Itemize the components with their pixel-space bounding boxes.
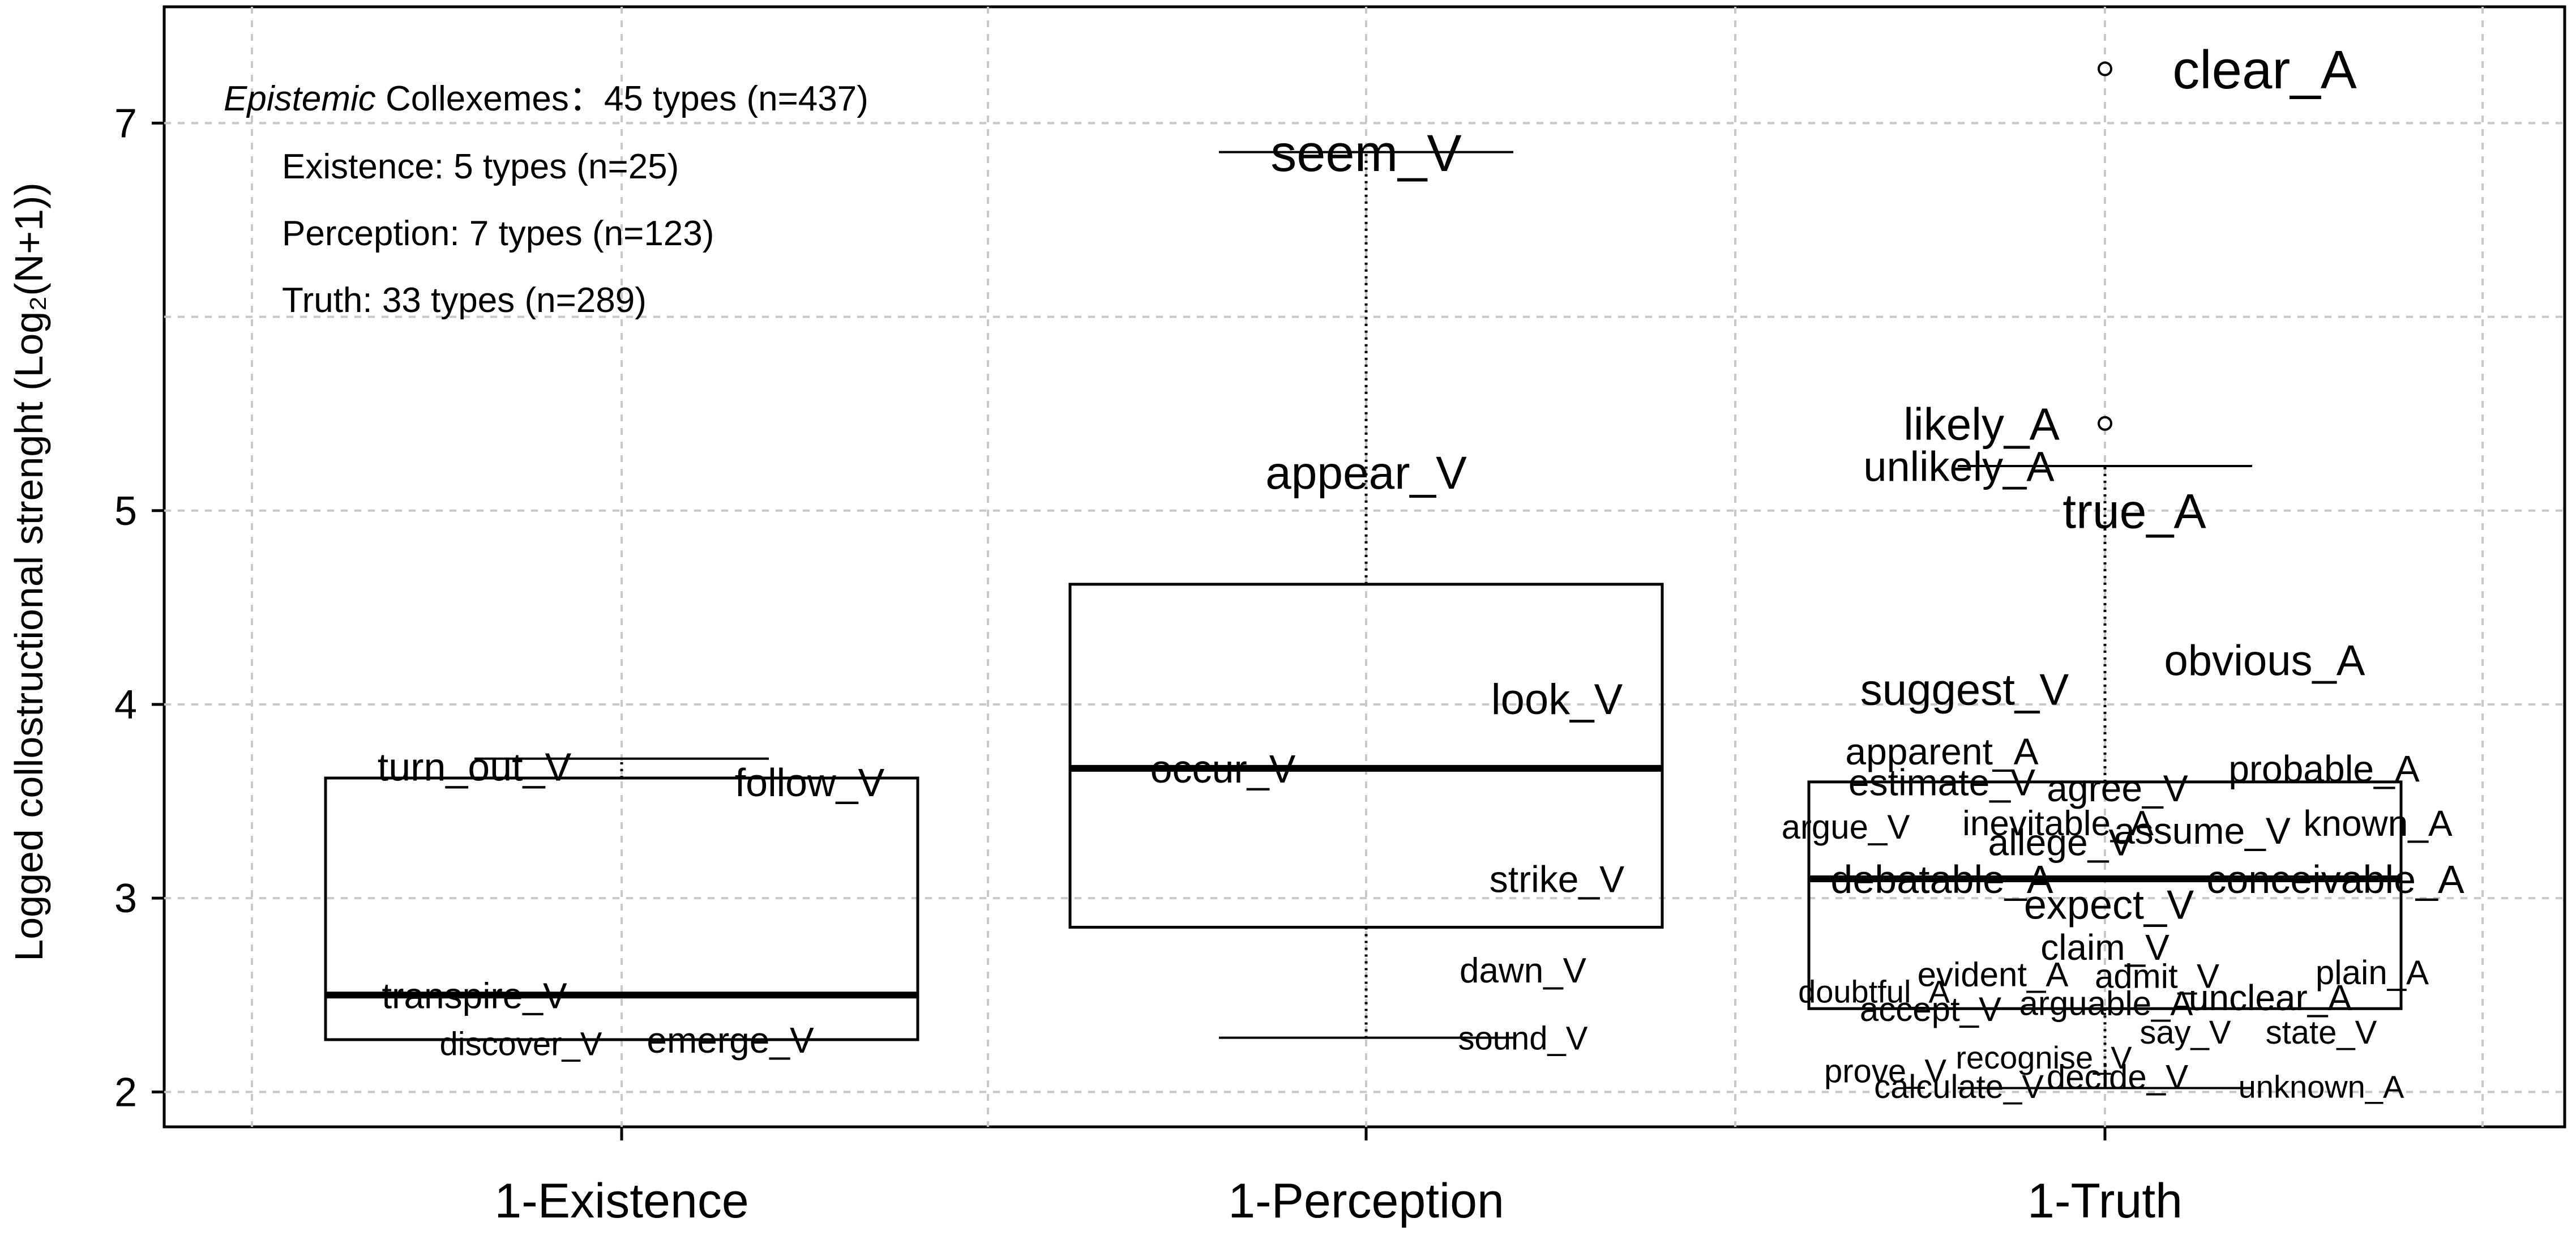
- x-tick-label: 1-Perception: [1228, 1174, 1504, 1228]
- info-line4: Truth: 33 types (n=289): [282, 281, 647, 320]
- word-label: sound_V: [1458, 1020, 1588, 1057]
- word-label: calculate_V: [1874, 1069, 2044, 1105]
- y-tick-label: 4: [114, 682, 137, 728]
- y-tick-label: 2: [114, 1070, 137, 1115]
- word-labels: turn_out_V follow_V transpire_V discover_V e…: [378, 40, 2464, 1105]
- word-label: argue_V: [1782, 808, 1910, 846]
- word-label: seem_V: [1270, 125, 1462, 182]
- word-label: conceivable_A: [2206, 857, 2464, 901]
- iqr-box: [324, 776, 919, 1041]
- word-label: turn_out_V: [378, 745, 572, 789]
- word-label: plain_A: [2316, 954, 2429, 992]
- word-label: discover_V: [440, 1026, 602, 1063]
- word-label: known_A: [2303, 803, 2453, 844]
- outlier-point: [2098, 61, 2112, 76]
- info-line1-italic: Epistemic: [224, 79, 376, 118]
- iqr-box: [1807, 780, 2403, 1010]
- word-label: unknown_A: [2239, 1069, 2404, 1104]
- word-label: transpire_V: [382, 975, 567, 1016]
- outlier-point: [2098, 416, 2112, 431]
- word-label: emerge_V: [647, 1020, 814, 1061]
- word-label: unlikely_A: [1863, 443, 2055, 490]
- word-label: allege_V: [1988, 822, 2134, 864]
- info-line1-rest: Collexemes：45 types (n=437): [376, 79, 868, 118]
- info-annotation: Epistemic Collexemes：45 types (n=437) Ex…: [224, 79, 868, 320]
- word-label: occur_V: [1150, 747, 1296, 791]
- word-label: debatable_A: [1830, 857, 2053, 901]
- word-label: agree_V: [2047, 767, 2188, 809]
- word-label: accept_V: [1860, 990, 2001, 1028]
- word-label: unclear_A: [2189, 977, 2352, 1018]
- x-tick-label: 1-Existence: [494, 1174, 748, 1228]
- word-label: inevitable_A: [1962, 804, 2154, 843]
- word-label: strike_V: [1490, 858, 1624, 900]
- svg-text:Epistemic Collexemes：45 types: Epistemic Collexemes：45 types (n=437): [224, 79, 868, 118]
- word-label: state_V: [2266, 1014, 2377, 1051]
- word-label: say_V: [2139, 1014, 2231, 1051]
- word-label: estimate_V: [1848, 762, 2035, 804]
- word-label: claim_V: [2040, 927, 2170, 968]
- box-layer: [324, 61, 2403, 1089]
- box-1-Perception: [1068, 151, 1664, 1039]
- word-label: evident_A: [1918, 955, 2069, 993]
- info-line3: Perception: 7 types (n=123): [282, 214, 714, 253]
- y-tick-label: 5: [114, 489, 137, 534]
- word-label: suggest_V: [1860, 665, 2069, 715]
- box-1-Existence: [324, 757, 919, 1041]
- word-label: clear_A: [2172, 40, 2357, 100]
- word-label: probable_A: [2228, 748, 2420, 790]
- word-label: look_V: [1491, 676, 1623, 724]
- box-1-Truth: [1807, 61, 2403, 1089]
- y-axis-title: Logged collostructional strenght (Log₂(N…: [7, 182, 51, 961]
- info-line2: Existence: 5 types (n=25): [282, 147, 679, 186]
- word-label: appear_V: [1265, 447, 1467, 499]
- x-tick-label: 1-Truth: [2027, 1174, 2183, 1228]
- y-tick-label: 7: [114, 101, 137, 146]
- plot-frame: [162, 5, 2566, 1129]
- word-label: dawn_V: [1460, 951, 1587, 990]
- y-tick-label: 3: [114, 876, 137, 921]
- grid-lines: [164, 7, 2565, 1127]
- word-label: true_A: [2062, 485, 2206, 539]
- word-label: arguable_A: [2019, 985, 2193, 1023]
- word-label: doubtful_A: [1798, 974, 1950, 1010]
- word-label: prove_V: [1824, 1053, 1946, 1090]
- word-label: apparent_A: [1845, 730, 2038, 772]
- word-label: expect_V: [2024, 882, 2194, 928]
- word-label: obvious_A: [2164, 637, 2365, 685]
- axes: 2 3 4 5 7 1-Existence 1-Perception 1-Truth: [114, 101, 2183, 1228]
- word-label: decide_V: [2047, 1058, 2188, 1096]
- iqr-box: [1068, 583, 1664, 929]
- word-label: likely_A: [1903, 399, 2060, 450]
- word-label: assume_V: [2114, 810, 2291, 852]
- word-label: admit_V: [2095, 958, 2219, 995]
- word-label: follow_V: [735, 760, 885, 805]
- word-label: recognise_V: [1955, 1040, 2132, 1075]
